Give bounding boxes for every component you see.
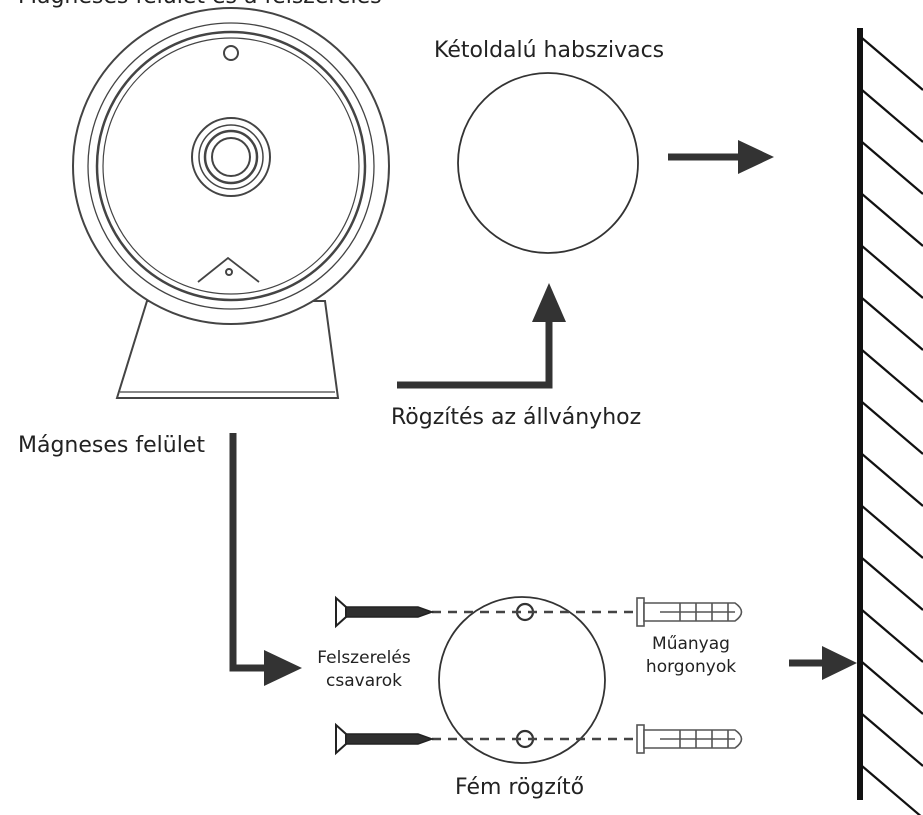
wall-hatch-line (861, 89, 923, 143)
magnetic-surface-label: Mágneses felület (18, 433, 205, 458)
screw-top (335, 595, 435, 629)
screws-label: Felszerelés csavarok (306, 647, 422, 693)
wall-hatch-line (861, 661, 923, 715)
alignment-guides (432, 610, 640, 741)
camera-outer-ring (72, 7, 390, 325)
foam-disc (457, 72, 639, 254)
wall-hatching (861, 37, 923, 815)
camera-lens (191, 117, 271, 197)
screws-label-line2: csavarok (326, 670, 402, 691)
wall-hatch-line (861, 453, 923, 507)
anchors-label-line1: Műanyag (652, 634, 730, 654)
wall-hatch-line (861, 193, 923, 247)
arrowheads (264, 140, 857, 686)
screw-bottom (335, 722, 435, 756)
wall-hatch-line (861, 297, 923, 351)
wall-hatch-line (861, 505, 923, 559)
wall-hatch-line (861, 765, 922, 815)
camera-bottom-notch (197, 256, 260, 283)
anchors-label: Műanyag horgonyok (630, 633, 752, 679)
wall-hatch-line (861, 245, 923, 299)
arrow-magnetic-to-mount (229, 433, 266, 672)
top-cut-caption: Mágneses felület és a felszerelés (18, 0, 382, 9)
arrows (229, 153, 824, 672)
camera (72, 7, 390, 399)
anchor-bottom (636, 724, 743, 754)
foam-label: Kétoldalú habszivacs (434, 38, 665, 63)
wall-hatch-line (861, 349, 923, 403)
anchor-top (636, 597, 743, 627)
wall-hatch-line (861, 713, 923, 767)
wall (857, 28, 923, 815)
wall-hatch-line (861, 557, 923, 611)
screws-label-line1: Felszerelés (317, 648, 411, 668)
anchors-label-line2: horgonyok (645, 656, 737, 677)
arrow-attach-stand (397, 320, 553, 389)
attach-stand-label: Rögzítés az állványhoz (391, 405, 642, 430)
wall-hatch-line (861, 37, 923, 91)
wall-hatch-line (861, 609, 923, 663)
camera-top-sensor (223, 45, 239, 61)
wall-hatch-line (861, 401, 923, 455)
metal-mount-label: Fém rögzítő (455, 775, 585, 800)
wall-hatch-line (861, 141, 923, 195)
